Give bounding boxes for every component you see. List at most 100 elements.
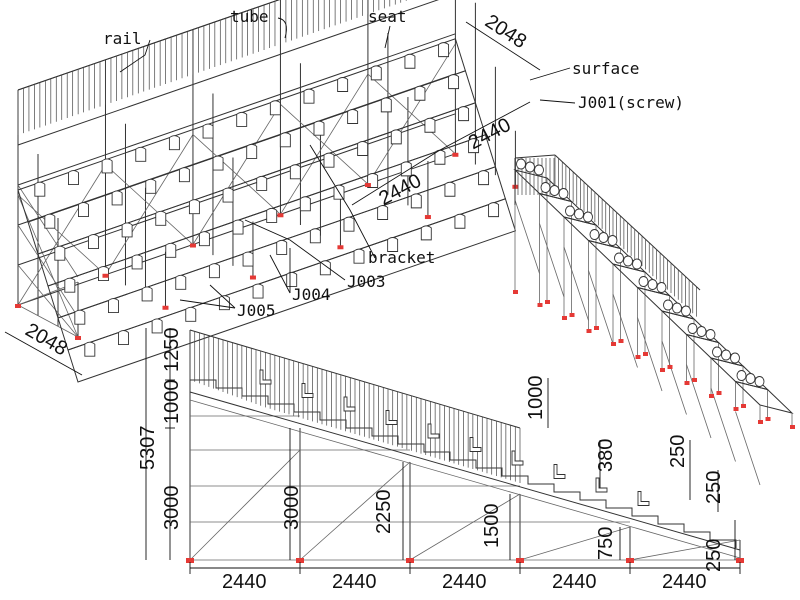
elev-brace [299,461,411,561]
iso-seat [478,170,490,186]
isometric-view [15,0,519,383]
persp-brace [637,317,663,392]
iso-seat [357,141,369,156]
persp-seat [736,370,747,381]
iso-seat [488,202,500,218]
iso-seat [458,106,470,122]
iso-seat [252,283,264,299]
elev-seat [259,369,272,385]
bracket-label: bracket [368,248,435,267]
persp-foot [741,404,746,408]
elev-brace [189,449,301,561]
persp-seat [565,205,575,217]
persp-seat [558,188,569,199]
iso-seat [454,213,466,229]
persp-seat [549,185,560,196]
elev-750-dim: 750 [595,527,617,560]
elev-seg-1000-dim: 1000 [161,380,183,425]
persp-foot [594,326,599,330]
iso-seat [68,170,79,186]
persp-seat [647,279,658,290]
iso-seat [337,77,349,92]
iso-seat [131,254,143,270]
elev-step-profile [190,379,737,548]
iso-seat [279,132,291,148]
iso-side-ledger [17,264,79,338]
iso-seat [256,175,268,191]
iso-ledger [17,0,439,146]
iso-seat [145,178,157,194]
iso-brace [280,103,369,185]
iso-foot [15,304,21,308]
iso-seat [343,216,355,232]
iso-seat [448,74,460,90]
elev-foot [406,558,414,563]
iso-brace [105,164,194,245]
iso-seat [303,88,315,104]
persp-foot [692,378,697,382]
iso-seat [438,42,450,58]
iso-seat [410,193,422,209]
perspective-view [513,154,795,486]
elev-riser-250-a-dim: 250 [667,435,689,468]
elev-foot [186,558,194,563]
persp-foot [716,391,722,395]
iso-seat [232,219,244,235]
iso-seat [108,298,119,314]
iso-seat [74,309,86,325]
iso-seat [387,237,399,252]
persp-seat [632,258,642,270]
iso-seat [198,231,210,247]
elev-rail-height-dim: 1250 [161,328,183,373]
elev-bay-1-dim: 2440 [222,571,267,593]
persp-seat [534,164,544,176]
persp-foot [758,420,763,424]
persp-seat [583,211,593,223]
elev-seat [637,491,650,506]
persp-seat [589,229,600,240]
elev-brace [409,493,521,561]
elev-bay-5-dim: 2440 [662,571,707,593]
elev-riser-250-c-dim: 250 [703,539,725,572]
persp-brace [661,340,687,415]
iso-brace [17,194,106,276]
elev-seat [553,464,566,479]
iso-seat [168,135,180,151]
iso-seat [414,85,426,101]
iso-seat [88,234,99,250]
elev-seat [427,423,440,439]
iso-foot [249,275,256,280]
iso-seat [135,146,147,162]
iso-seat [424,117,436,133]
iso-seat [404,53,416,69]
elev-seat [469,437,482,452]
elev-total-height-dim: 5307 [137,426,159,471]
iso-seat [434,149,446,165]
iso-seat [377,205,389,220]
iso-seat [84,341,96,357]
iso-seat [34,181,46,197]
persp-seat [712,346,722,358]
elev-bay-4-dim: 2440 [552,571,597,593]
iso-foot [364,183,371,188]
persp-seat [687,323,698,334]
iso-seat [64,277,76,293]
iso-seat [276,239,288,255]
iso-seat [468,138,480,154]
elev-foot [736,558,744,563]
persp-seat [705,329,716,340]
elev-foot [296,558,304,563]
iso-side-ledger [17,224,79,318]
iso-depth-left-dim: 2048 [21,319,71,360]
persp-brace [588,270,614,345]
iso-seat [44,213,56,229]
iso-depth-top-dim: 2048 [481,10,530,53]
persp-brace [514,199,540,274]
callout-leaders [119,17,576,309]
iso-seat [121,222,133,238]
iso-side-ledger [17,184,79,278]
persp-foot [513,290,518,294]
persp-foot [790,425,795,429]
persp-brace [686,364,712,439]
persp-seat [721,349,731,361]
